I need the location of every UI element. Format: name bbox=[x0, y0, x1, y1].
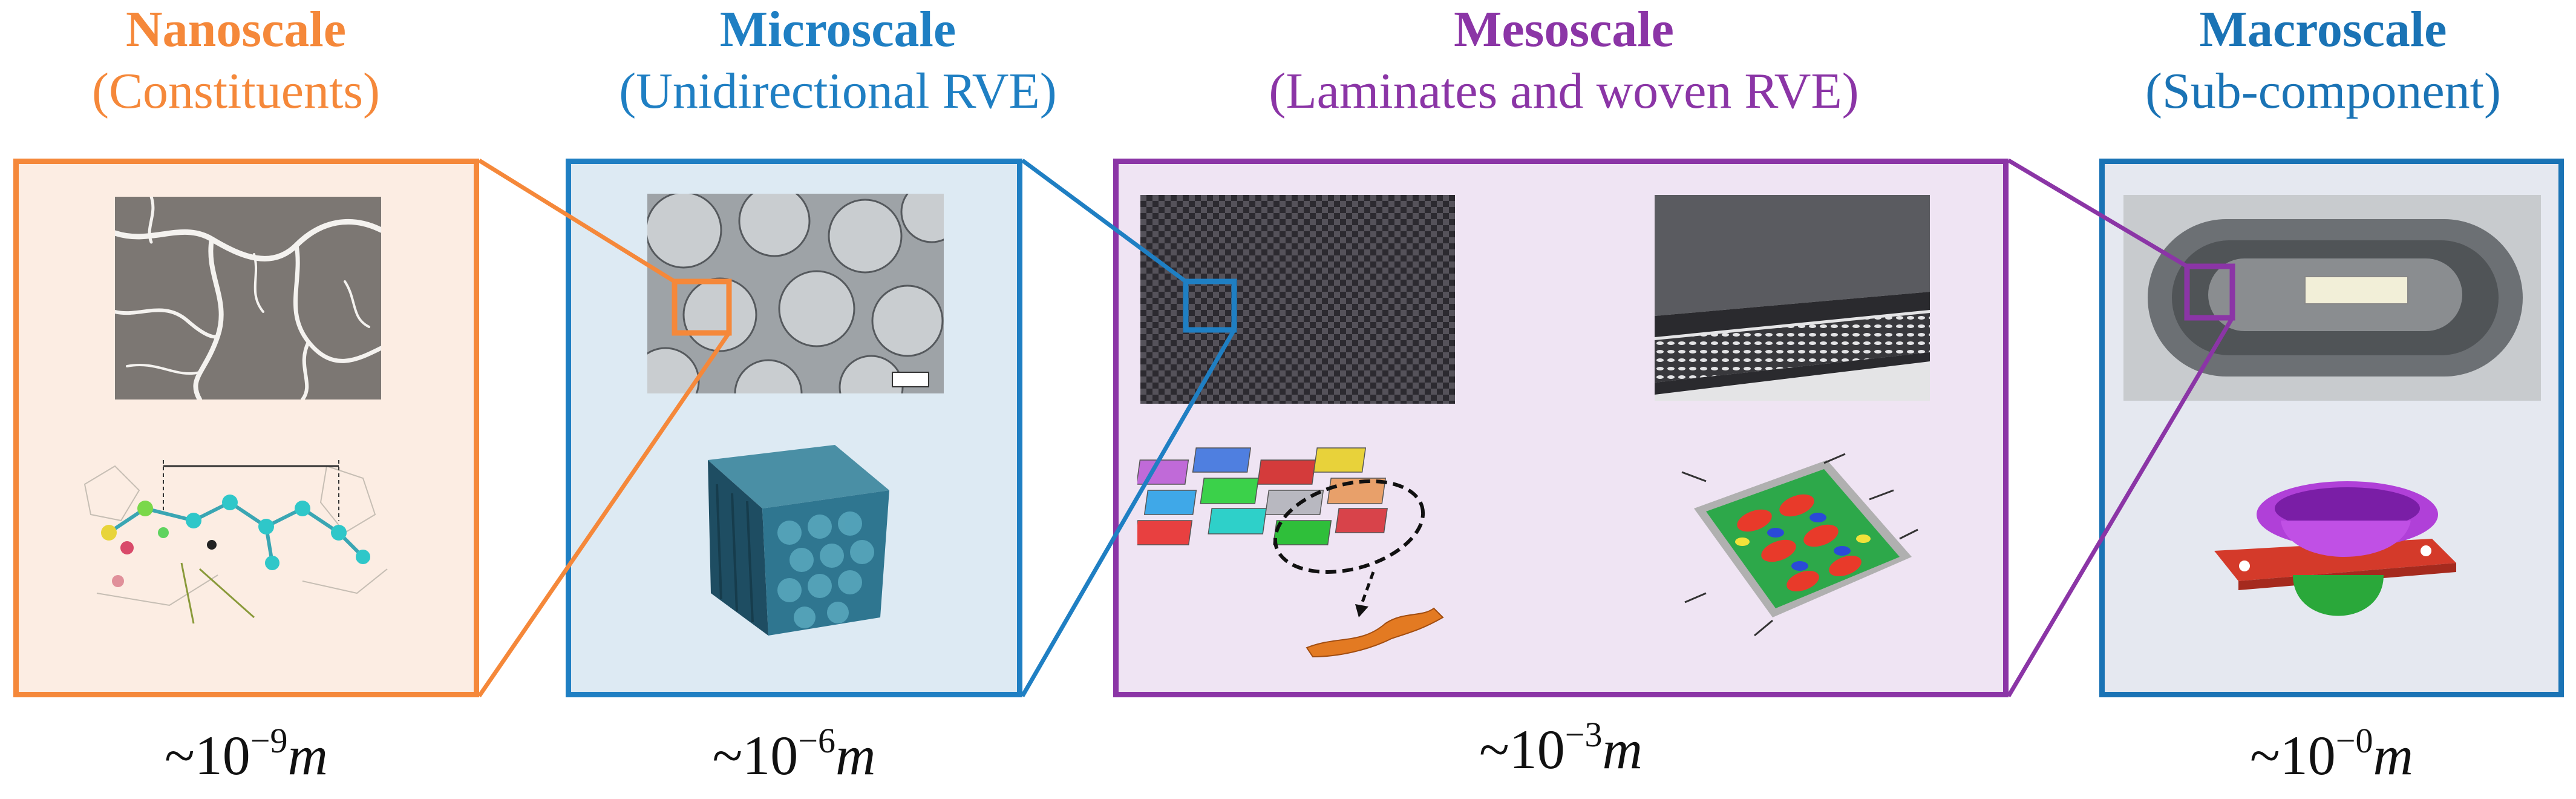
nanoscale-size-label: ~10−9m bbox=[165, 721, 328, 786]
microscale-heading: Microscale (Unidirectional RVE) bbox=[520, 1, 1156, 120]
component-fe-model bbox=[2214, 481, 2456, 616]
crack-network-micrograph bbox=[115, 197, 381, 400]
macroscale-heading: Macroscale (Sub-component) bbox=[2081, 1, 2565, 120]
woven-fabric-photo bbox=[1140, 195, 1455, 404]
macroscale-title: Macroscale bbox=[2199, 1, 2447, 58]
microscale-size-label: ~10−6m bbox=[712, 721, 876, 786]
unidirectional-rve-cube bbox=[708, 445, 889, 636]
nanoscale-subtitle: (Constituents) bbox=[92, 63, 380, 120]
macroscale-size-label: ~10−0m bbox=[2250, 721, 2413, 786]
mesoscale-size-label: ~10−3m bbox=[1479, 715, 1643, 780]
microscale-subtitle: (Unidirectional RVE) bbox=[619, 63, 1057, 120]
woven-tow-model bbox=[1137, 447, 1444, 658]
laminate-stack-photo bbox=[1655, 195, 1930, 401]
mesoscale-heading: Mesoscale (Laminates and woven RVE) bbox=[1119, 1, 2009, 120]
nanoscale-heading: Nanoscale (Constituents) bbox=[0, 1, 472, 120]
fibre-cross-section-micrograph bbox=[647, 194, 944, 393]
nanoscale-title: Nanoscale bbox=[126, 1, 346, 58]
microscale-title: Microscale bbox=[719, 1, 956, 58]
macroscale-subtitle: (Sub-component) bbox=[2145, 63, 2501, 120]
moulded-component-photo bbox=[2123, 195, 2541, 401]
mesoscale-subtitle: (Laminates and woven RVE) bbox=[1269, 63, 1859, 120]
molecular-structure-model bbox=[83, 460, 388, 624]
mesoscale-title: Mesoscale bbox=[1454, 1, 1674, 58]
woven-stress-contour bbox=[1681, 453, 1918, 637]
